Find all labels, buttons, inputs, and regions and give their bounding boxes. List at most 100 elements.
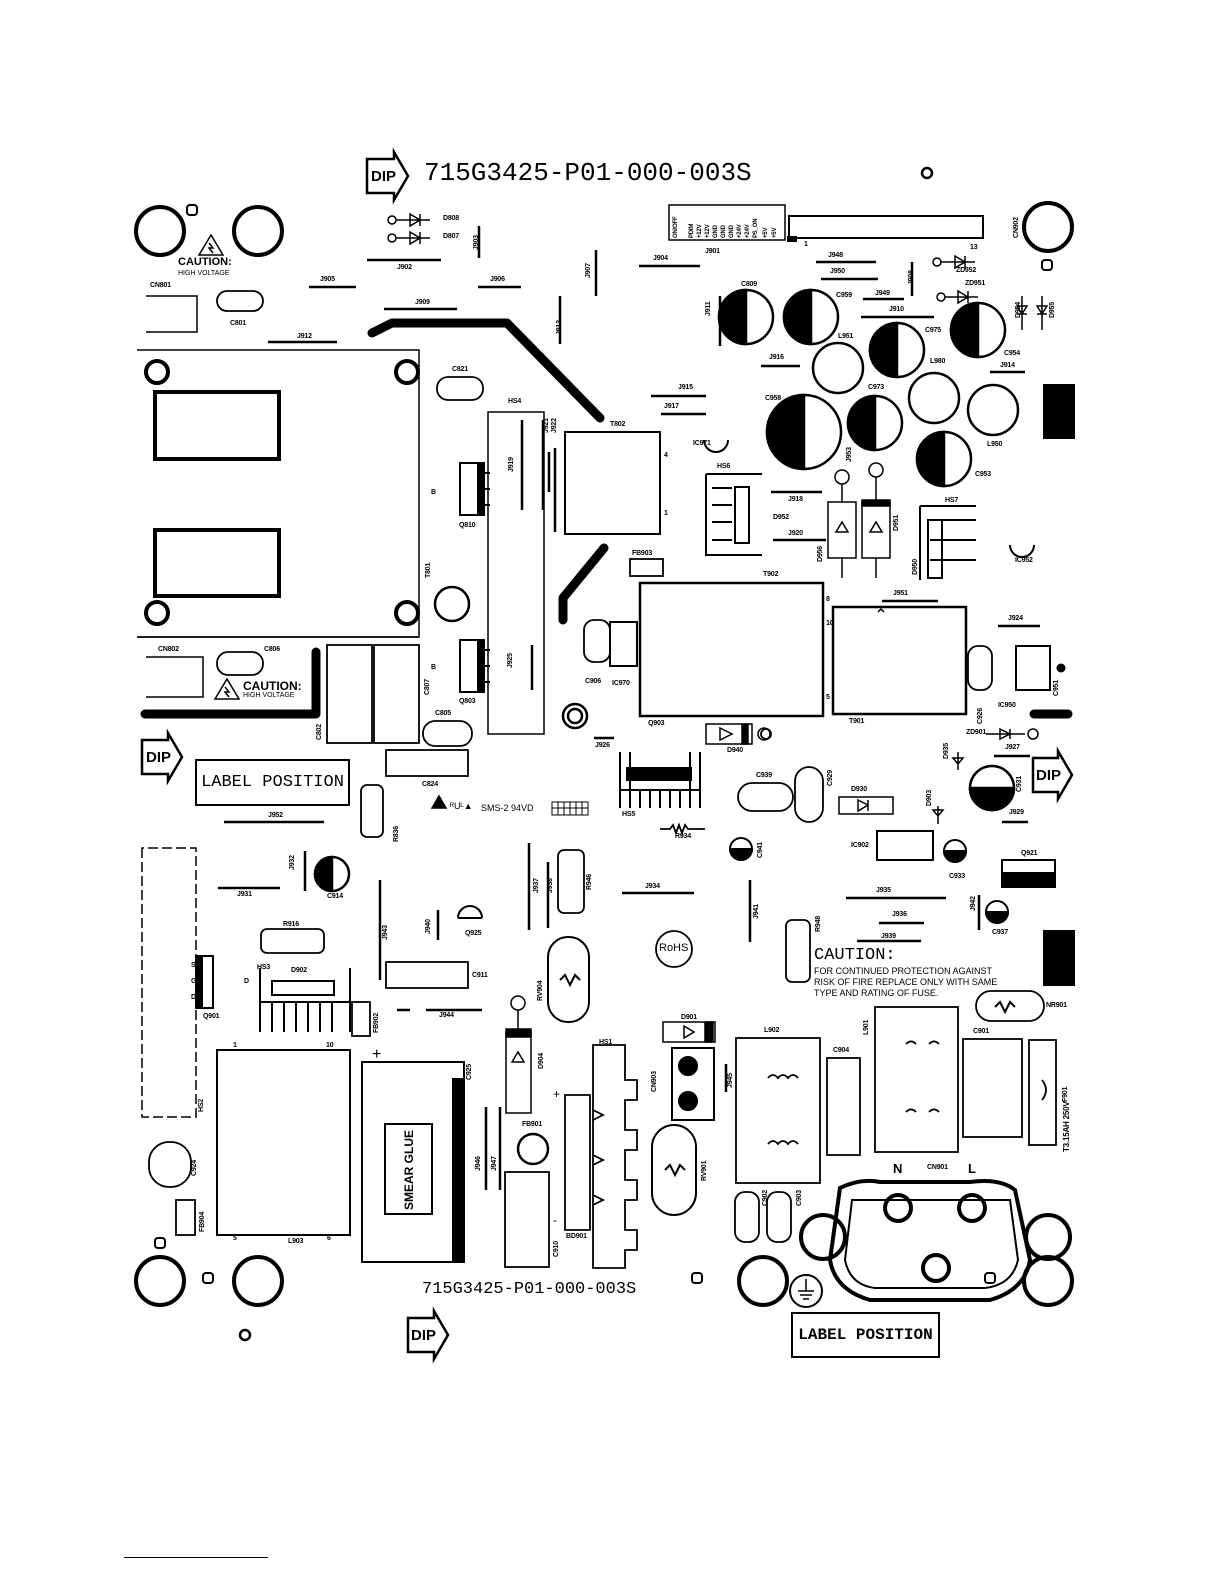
ref-label: C941 xyxy=(757,842,764,858)
ref-label: J926 xyxy=(595,742,610,749)
connector-pin-label: +5V xyxy=(763,227,769,238)
inductors xyxy=(433,341,1020,1166)
fuse-caution-title: CAUTION: xyxy=(814,946,896,965)
ref-label: C807 xyxy=(424,679,431,695)
pin-mark: 4 xyxy=(664,452,668,459)
ref-label: J935 xyxy=(876,887,891,894)
ref-label: J943 xyxy=(382,925,389,940)
ref-label: C903 xyxy=(796,1190,803,1206)
ref-label: C904 xyxy=(833,1047,849,1054)
ref-label: T802 xyxy=(610,421,626,428)
t902-t901 xyxy=(638,581,968,718)
ref-label: D955 xyxy=(1049,302,1056,318)
ref-label: R948 xyxy=(815,916,822,932)
ref-label: C901 xyxy=(973,1028,989,1035)
thick-traces xyxy=(140,318,1073,719)
pin-mark: 8 xyxy=(826,596,830,603)
ref-label: C809 xyxy=(741,281,757,288)
ref-label: NR901 xyxy=(1046,1002,1067,1009)
ref-label: IC970 xyxy=(612,680,630,687)
ul-mark: ᴿUᴸ▲ xyxy=(450,801,473,811)
pin-mark: 5 xyxy=(826,694,830,701)
fiducial xyxy=(920,166,934,180)
ref-label: J919 xyxy=(508,457,515,472)
ref-label: C931 xyxy=(1016,776,1023,792)
ref-label: L980 xyxy=(930,358,946,365)
ref-label: R946 xyxy=(586,874,593,890)
caution-sub: HIGH VOLTAGE xyxy=(243,692,295,699)
transistors xyxy=(195,439,1056,1009)
dip-arrows xyxy=(140,147,1074,1364)
ref-label: J940 xyxy=(425,919,432,934)
ref-label: FB904 xyxy=(199,1211,206,1232)
ref-label: J924 xyxy=(1008,615,1023,622)
ref-label: J918 xyxy=(788,496,803,503)
ref-label: J901 xyxy=(705,248,720,255)
pin-mark: B xyxy=(431,489,436,496)
ref-label: J921 xyxy=(543,418,550,433)
ref-label: D902 xyxy=(291,967,307,974)
ref-label: R916 xyxy=(283,921,299,928)
ref-label: J941 xyxy=(753,904,760,919)
mounting-holes xyxy=(134,201,1074,1307)
ref-label: Q803 xyxy=(459,698,476,705)
ref-label: C801 xyxy=(230,320,246,327)
dip-label: DIP xyxy=(411,1327,437,1344)
connector-pin-label: PDIM xyxy=(689,223,695,238)
ref-label: C954 xyxy=(1004,350,1020,357)
ref-label: J912 xyxy=(297,333,312,340)
ref-label: J937 xyxy=(533,878,540,893)
ref-label: FB902 xyxy=(373,1012,380,1033)
ref-label: FB901 xyxy=(522,1121,543,1128)
ref-label: HS2 xyxy=(198,1098,205,1112)
dip-label: DIP xyxy=(146,749,172,766)
ref-label: C805 xyxy=(435,710,451,717)
pin-mark: B xyxy=(431,664,436,671)
connector-pin-label: +5V xyxy=(772,227,778,238)
pin-mark: 1 xyxy=(233,1042,237,1049)
connector-pin-label: +12V xyxy=(697,224,703,238)
ref-label: Q901 xyxy=(203,1013,220,1020)
ref-label: J925 xyxy=(507,653,514,668)
dip-label: DIP xyxy=(371,168,397,185)
ref-label: HS3 xyxy=(257,964,271,971)
rohs-circle xyxy=(655,930,693,968)
ref-label: L951 xyxy=(838,333,854,340)
ref-label: ZD952 xyxy=(956,267,977,274)
ref-label: L902 xyxy=(764,1027,780,1034)
ref-label: J903 xyxy=(473,235,480,250)
ref-label: J927 xyxy=(1005,744,1020,751)
heatsinks xyxy=(259,473,976,1032)
pin-mark: 1 xyxy=(804,241,808,248)
ref-label: D903 xyxy=(926,790,933,806)
ref-label: C802 xyxy=(316,724,323,740)
ref-label: J938 xyxy=(547,878,554,893)
ref-label: J939 xyxy=(881,933,896,940)
ref-label: RV901 xyxy=(701,1160,708,1181)
film-caps xyxy=(148,290,1045,1268)
t802-outline xyxy=(564,431,661,535)
ref-label: C924 xyxy=(191,1160,198,1176)
ref-label: C951 xyxy=(1053,680,1060,696)
ref-label: ZD951 xyxy=(965,280,986,287)
pin-mark: D xyxy=(244,978,249,985)
ref-label: J917 xyxy=(664,403,679,410)
ref-label: Q810 xyxy=(459,522,476,529)
rohs-mark: RoHS xyxy=(659,942,689,954)
ref-label: CN903 xyxy=(651,1071,658,1092)
ref-label: F901 xyxy=(1062,1086,1069,1102)
pin-mark: S xyxy=(191,962,196,969)
ref-label: T801 xyxy=(425,562,432,578)
ref-label: C939 xyxy=(756,772,772,779)
ref-label: J942 xyxy=(970,896,977,911)
ref-label: IC902 xyxy=(851,842,869,849)
ref-label: C933 xyxy=(949,873,965,880)
ref-label: J916 xyxy=(769,354,784,361)
pin-mark: 5 xyxy=(233,1235,237,1242)
ref-label: CN902 xyxy=(1013,217,1020,238)
pin-mark: 10 xyxy=(826,620,834,627)
polarity-plus: + xyxy=(372,1046,382,1063)
caution-sub: HIGH VOLTAGE xyxy=(178,270,230,277)
connector-pin-label: GND xyxy=(713,225,719,238)
ref-label: J949 xyxy=(875,290,890,297)
